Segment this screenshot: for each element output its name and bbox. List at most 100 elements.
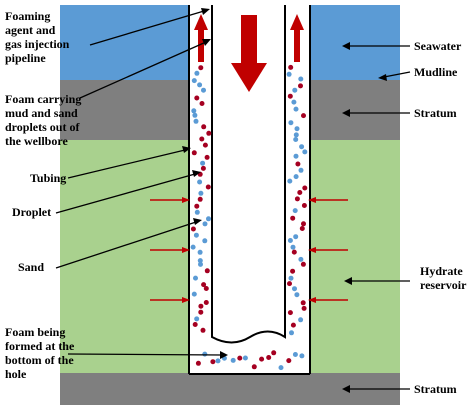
sand-particle [204, 268, 210, 274]
sand-particle [271, 350, 277, 356]
sand-particle [301, 305, 307, 311]
droplet-particle [197, 179, 203, 185]
sand-particle [200, 327, 206, 333]
sand-particle [300, 261, 306, 267]
droplet-particle [299, 353, 305, 359]
foam-particles [190, 64, 308, 371]
droplet-particle [197, 249, 203, 255]
droplet-particle [202, 238, 208, 244]
droplet-particle [193, 232, 199, 238]
droplet-particle [293, 234, 299, 240]
sand-particle [266, 355, 272, 360]
droplet-particle [292, 286, 297, 292]
pipeline-label: Foaming agent and gas injection pipeline [5, 9, 72, 65]
sand-particle [199, 101, 205, 106]
droplet-particle [230, 357, 236, 363]
droplet-particle [194, 316, 200, 322]
sand-particle [259, 356, 265, 362]
sand-particle [198, 309, 204, 315]
inflow-arrows [150, 197, 348, 303]
sand-particle [299, 226, 305, 231]
sand-particle [298, 83, 303, 89]
foam-carrying-label-line-4: the wellbore [5, 134, 68, 148]
sand-particle [290, 322, 296, 328]
droplet-particle [293, 153, 299, 159]
sand-particle [191, 150, 197, 156]
sand-particle [251, 364, 257, 370]
foam-formed-label-line-4: hole [5, 367, 27, 381]
droplet-particle [292, 208, 298, 214]
droplet-particle [293, 174, 299, 180]
sand-particle [294, 196, 300, 202]
droplet-particle [287, 178, 293, 184]
droplet-particle [286, 71, 292, 77]
droplet-particle [198, 261, 203, 267]
droplet-particle [198, 190, 204, 196]
droplet-particle [299, 144, 305, 150]
sand-particle [198, 303, 204, 309]
sand-particle [192, 322, 198, 327]
sand-label: Sand [18, 260, 44, 274]
sand-particle [197, 196, 203, 202]
droplet-particle [191, 291, 197, 297]
tubing [211, 5, 286, 344]
hydrate-reservoir-label-line-1: Hydrate [420, 264, 463, 278]
pipeline-label-line-3: gas injection [5, 37, 70, 51]
hydrate-reservoir-label: Hydrate reservoir [420, 264, 467, 292]
sand-particle [287, 93, 293, 99]
sand-particle [301, 203, 307, 208]
downflow-arrow [231, 15, 267, 92]
sand-particle [203, 286, 209, 291]
sand-particle [297, 190, 303, 195]
stratum-lower-label: Stratum [414, 382, 457, 396]
pipeline-label-line-2: agent and [5, 23, 56, 37]
sand-particle [195, 360, 201, 366]
foam-formed-label-line-2: formed at the [5, 339, 75, 353]
droplet-particle [197, 258, 203, 264]
droplet-particle [206, 216, 211, 222]
droplet-particle [242, 355, 248, 361]
droplet-particle [193, 118, 199, 124]
sand-particle [202, 142, 208, 148]
droplet-particle [194, 209, 200, 215]
leader-arrows [55, 8, 411, 393]
sand-particle [200, 165, 206, 171]
foam-carrying-label-line-1: Foam carrying [5, 92, 81, 106]
sand-particle [291, 249, 297, 255]
droplet-label: Droplet [12, 205, 51, 219]
foam-carrying-label-line-3: droplets out of [5, 120, 80, 134]
sand-particle [194, 95, 200, 101]
sand-particle [237, 355, 243, 361]
droplet-particle [278, 365, 284, 371]
droplet-particle [197, 82, 203, 88]
sand-particle [194, 203, 200, 209]
droplet-particle [298, 256, 304, 262]
sand-particle [199, 136, 205, 142]
droplet-particle [293, 106, 299, 112]
foam-carrying-label: Foam carrying mud and sand droplets out … [5, 92, 84, 148]
droplet-particle [292, 87, 298, 93]
sand-particle [201, 282, 207, 288]
droplet-particle [288, 275, 294, 281]
droplet-particle [190, 244, 196, 250]
droplet-particle [292, 352, 298, 357]
foam-formed-label: Foam being formed at the bottom of the h… [5, 325, 77, 381]
droplet-particle [290, 244, 296, 250]
tubing-label: Tubing [30, 171, 66, 185]
seawater-label: Seawater [414, 39, 462, 53]
droplet-particle [289, 330, 294, 336]
pipeline-label-line-1: Foaming [5, 9, 50, 23]
sand-particle [286, 358, 292, 364]
droplet-particle [202, 221, 208, 227]
hydrate-reservoir-label-line-2: reservoir [420, 278, 467, 292]
droplet-particle [201, 87, 206, 93]
droplet-particle [287, 238, 293, 243]
droplet-particle [288, 120, 294, 126]
upflow-arrow-right [290, 14, 304, 62]
droplet-particle [194, 70, 200, 76]
sand-particle [190, 226, 196, 232]
sand-particle [287, 310, 293, 316]
upflow-arrow-left [194, 14, 208, 62]
stratum-upper-label: Stratum [414, 106, 457, 120]
